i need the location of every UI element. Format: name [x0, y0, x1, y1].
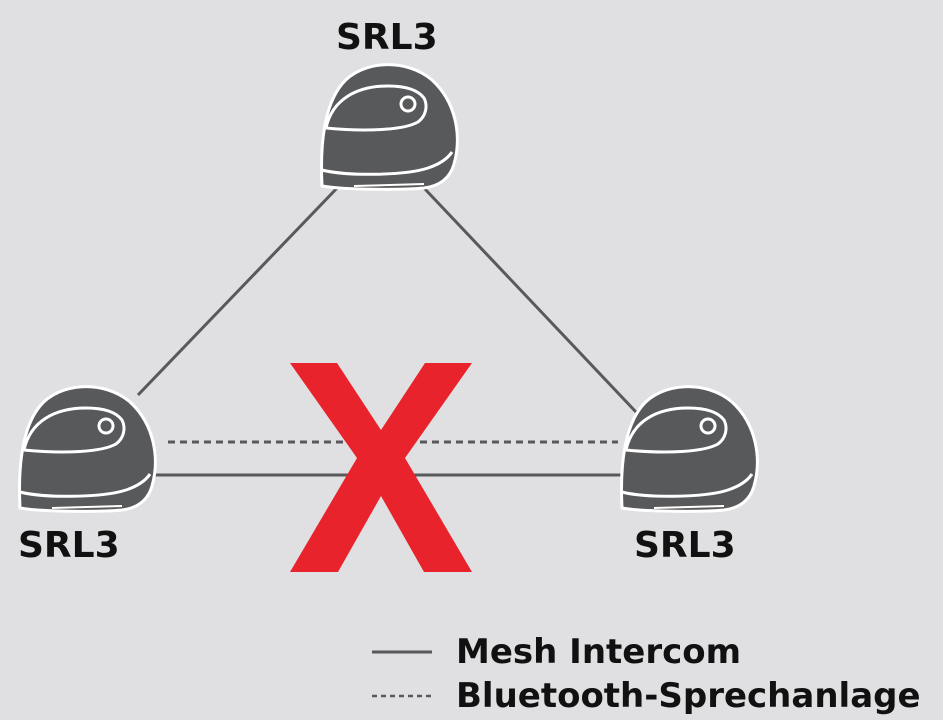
legend-item-bluetooth: Bluetooth-Sprechanlage — [372, 674, 921, 718]
legend-label-bluetooth: Bluetooth-Sprechanlage — [456, 676, 921, 716]
mesh-link-top-left — [136, 183, 342, 397]
node-label-top: SRL3 — [336, 17, 438, 58]
cross-icon — [290, 363, 472, 572]
node-label-right: SRL3 — [634, 525, 736, 566]
node-label-left: SRL3 — [18, 525, 120, 566]
solid-line-icon — [372, 650, 432, 654]
helmet-icon — [620, 385, 759, 513]
helmet-icon — [320, 63, 459, 191]
mesh-link-top-right — [422, 186, 638, 414]
legend-label-mesh: Mesh Intercom — [456, 632, 742, 672]
helmet-icon — [18, 385, 157, 513]
legend-item-mesh: Mesh Intercom — [372, 630, 741, 674]
dashed-line-icon — [372, 694, 432, 698]
